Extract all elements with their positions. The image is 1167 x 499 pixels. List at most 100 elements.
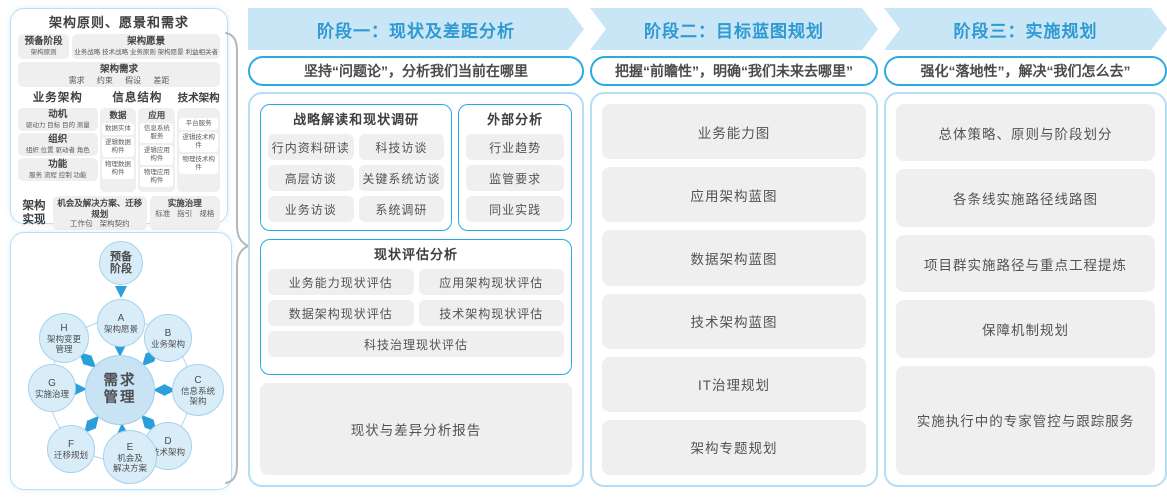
- data-subheader: 数据: [109, 110, 127, 120]
- deliverable-item: 实施执行中的专家管控与跟踪服务: [896, 365, 1155, 475]
- node-letter: A: [117, 312, 125, 324]
- deliverable-item: 数据架构蓝图: [602, 230, 866, 286]
- architecture-realization-label: 架构实现: [22, 200, 46, 226]
- requirements-sub: 需求 约束 假设 差距: [68, 76, 170, 85]
- phase3-header-label: 阶段三：实施规划: [953, 21, 1098, 41]
- deliverable-item: 保障机制规划: [896, 300, 1155, 358]
- evaluation-item: 业务能力现状评估: [268, 269, 414, 295]
- adm-node-b: B 业务架构: [144, 314, 192, 362]
- phase1-subtitle: 坚持“问题论”，分析我们当前在哪里: [248, 56, 584, 86]
- data-item: 物理数据构件: [101, 159, 135, 179]
- phase-header-band: 阶段一：现状及差距分析 阶段二：目标蓝图规划 阶段三：实施规划: [248, 8, 1167, 50]
- node-letter: G: [48, 377, 56, 389]
- opportunities-title: 机会及解决方案、迁移规划: [57, 198, 143, 219]
- opportunities-migration-box: 机会及解决方案、迁移规划 工作包 架构契约: [53, 196, 147, 230]
- technology-items-box: 平台服务 逻辑技术构件 物理技术构件: [177, 108, 220, 192]
- phase-subtitle-row: 坚持“问题论”，分析我们当前在哪里 把握“前瞻性”，明确“我们未来去哪里” 强化…: [248, 56, 1167, 86]
- requirements-management-circle: 需求 管理: [85, 355, 155, 425]
- evaluation-item: 应用架构现状评估: [418, 269, 564, 295]
- vision-title: 架构愿景: [127, 36, 166, 47]
- organization-box: 组织 组织 位置 驱动者 角色: [18, 133, 98, 156]
- center-h-arrow: [78, 351, 97, 369]
- technology-architecture-column: 技术架构 平台服务 逻辑技术构件 物理技术构件: [177, 91, 220, 192]
- method-item: 科技访谈: [358, 134, 445, 160]
- phase2-card: 业务能力图 应用架构蓝图 数据架构蓝图 技术架构蓝图 IT治理规划 架构专题规划: [590, 92, 878, 487]
- deliverable-item: 应用架构蓝图: [602, 167, 866, 223]
- curly-brace: [225, 32, 250, 484]
- prep-phase-title: 预备阶段: [24, 36, 63, 47]
- external-analysis-group: 外部分析 行业趋势 监管要求 同业实践: [458, 104, 572, 231]
- deliverable-item: 总体策略、原则与阶段划分: [896, 104, 1155, 162]
- organization-sub: 组织 位置 驱动者 角色: [25, 147, 90, 154]
- evaluation-item: 技术架构现状评估: [418, 300, 564, 326]
- node-letter: F: [67, 438, 75, 450]
- organization-title: 组织: [48, 134, 68, 145]
- node-name: 架构愿景: [103, 323, 138, 334]
- principles-panel: 架构原则、愿景和需求 预备阶段 架构原则 架构愿景 业务战略 技术战略 业务原则…: [10, 8, 228, 230]
- business-architecture-column: 业务架构 动机 驱动力 目标 目的 测量 组织 组织 位置 驱动者 角色 功能 …: [18, 91, 98, 192]
- adm-cycle-panel: 预备 阶段 需求 管理 A 架构愿景 B 业务架构 C 信息系统 架构 D 技术…: [10, 232, 232, 490]
- requirements-title: 架构需求: [99, 64, 138, 75]
- evaluation-title: 现状评估分析: [373, 247, 458, 262]
- architecture-requirements-box: 架构需求 需求 约束 假设 差距: [18, 62, 220, 87]
- implementation-governance-box: 实施治理 标准 指引 规格: [149, 196, 220, 230]
- deliverable-item: 技术架构蓝图: [602, 293, 866, 349]
- business-architecture-header: 业务架构: [32, 92, 83, 104]
- information-structure-column: 信息结构 数据 数据实体 逻辑数据构件 物理数据构件 应用 信息系统服务 逻辑应…: [99, 91, 176, 192]
- node-name: 迁移规划: [53, 449, 88, 460]
- phases-area: 阶段一：现状及差距分析 阶段二：目标蓝图规划 阶段三：实施规划 坚持“问题论”，…: [248, 8, 1167, 487]
- external-analysis-title: 外部分析: [487, 112, 544, 127]
- external-item: 同业实践: [466, 196, 564, 222]
- impl-governance-title: 实施治理: [167, 198, 202, 208]
- adm-node-e: E 机会及 解决方案: [103, 430, 157, 484]
- phase3-subtitle: 强化“落地性”，解决“我们怎么去”: [884, 56, 1167, 86]
- gap-analysis-report-box: 现状与差异分析报告: [260, 383, 572, 475]
- method-item: 系统调研: [358, 196, 445, 222]
- adm-node-c: C 信息系统 架构: [172, 364, 224, 416]
- technology-architecture-header: 技术架构: [177, 92, 220, 104]
- technology-item: 平台服务: [179, 118, 218, 130]
- impl-governance-sub: 标准 指引 规格: [155, 208, 215, 218]
- architecture-vision-box: 架构愿景 业务战略 技术战略 业务原则 架构愿景 利益相关者: [72, 34, 220, 59]
- method-item: 行内资料研读: [268, 134, 354, 160]
- data-item: 逻辑数据构件: [101, 137, 135, 157]
- phase2-subtitle: 把握“前瞻性”，明确“我们未来去哪里”: [590, 56, 878, 86]
- deliverable-item: 各条线实施路径线路图: [896, 169, 1155, 227]
- node-letter: C: [194, 374, 202, 386]
- external-item: 行业趋势: [466, 134, 564, 160]
- strategy-research-title: 战略解读和现状调研: [293, 112, 420, 127]
- method-item: 业务访谈: [268, 196, 354, 222]
- node-name: 业务架构: [150, 338, 185, 349]
- function-box: 功能 服务 流程 控制 功能: [18, 158, 98, 181]
- motivation-title: 动机: [48, 109, 68, 120]
- external-item: 监管要求: [466, 165, 564, 191]
- function-sub: 服务 流程 控制 功能: [29, 172, 87, 179]
- deliverable-item: 架构专题规划: [602, 419, 866, 476]
- application-item: 物理应用构件: [140, 167, 174, 187]
- node-letter: E: [126, 441, 134, 453]
- method-item: 高层访谈: [268, 165, 354, 191]
- deliverable-item: IT治理规划: [602, 356, 866, 412]
- vision-sub: 业务战略 技术战略 业务原则 架构愿景 利益相关者: [74, 49, 218, 56]
- data-item: 数据实体: [101, 123, 135, 135]
- prep-phase-circle: 预备 阶段: [99, 241, 143, 285]
- node-name: 机会及 解决方案: [112, 452, 147, 473]
- adm-node-f: F 迁移规划: [47, 425, 95, 473]
- adm-node-h: H 架构变更 管理: [39, 313, 89, 363]
- phase2-header-label: 阶段二：目标蓝图规划: [644, 21, 824, 41]
- adm-node-g: G 实施治理: [28, 364, 76, 412]
- principles-panel-title: 架构原则、愿景和需求: [48, 15, 189, 30]
- strategy-research-group: 战略解读和现状调研 行内资料研读 科技访谈 高层访谈 关键系统访谈 业务访谈 系…: [260, 104, 453, 231]
- information-structure-header: 信息结构: [112, 92, 163, 104]
- node-name: 实施治理: [34, 388, 69, 399]
- evaluation-item: 数据架构现状评估: [268, 300, 414, 326]
- node-name: 信息系统 架构: [180, 385, 215, 406]
- phase3-header: 阶段三：实施规划: [884, 8, 1167, 50]
- phase1-header: 阶段一：现状及差距分析: [248, 8, 584, 50]
- motivation-box: 动机 驱动力 目标 目的 测量: [18, 108, 98, 131]
- node-letter: H: [60, 322, 68, 334]
- data-subcolumn: 数据 数据实体 逻辑数据构件 物理数据构件: [99, 108, 137, 192]
- phase2-header: 阶段二：目标蓝图规划: [590, 8, 878, 50]
- opportunities-sub: 工作包 架构契约: [70, 219, 130, 228]
